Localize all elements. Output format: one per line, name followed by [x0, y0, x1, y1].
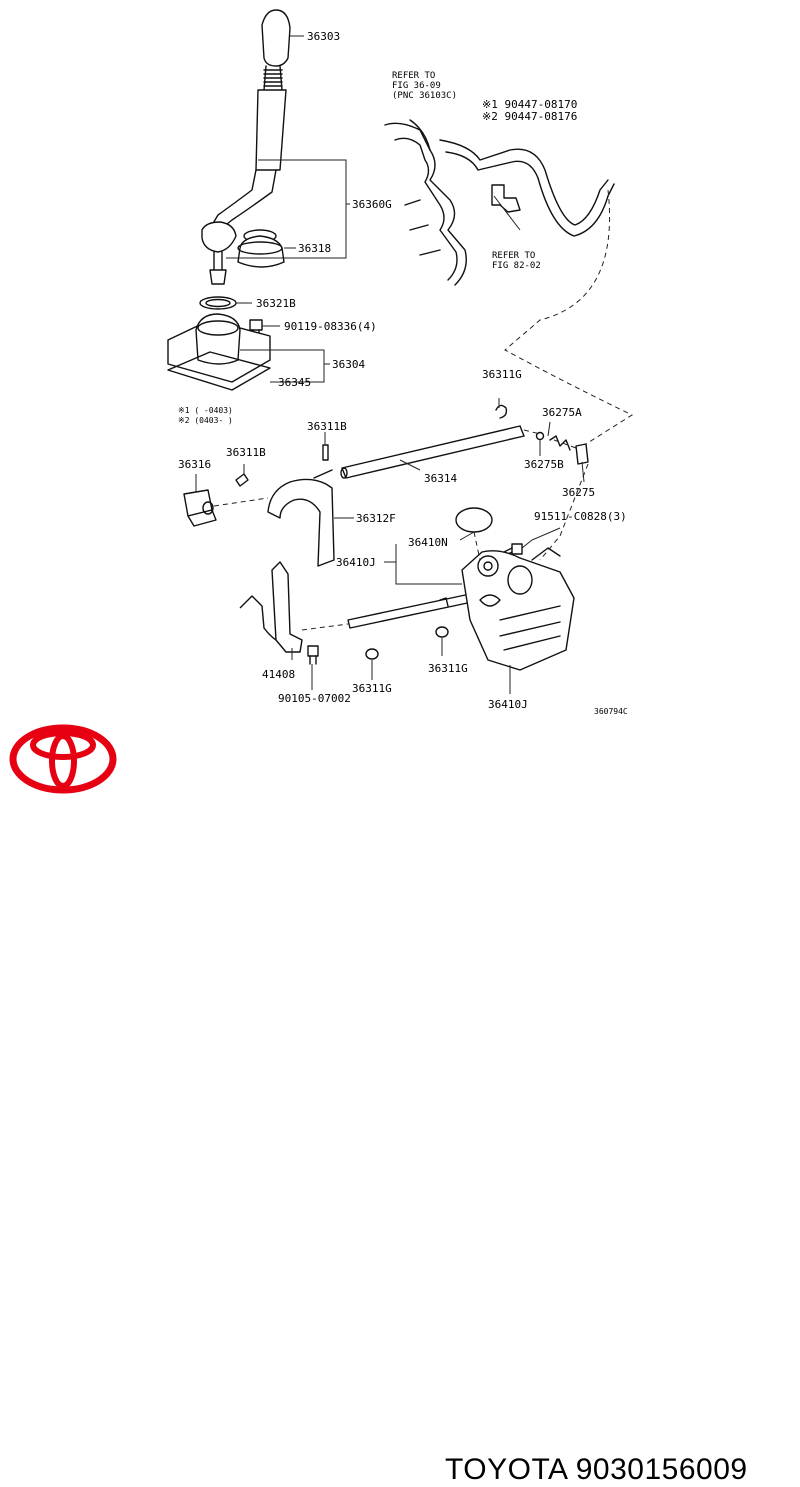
- label-36321B: 36321B: [256, 297, 296, 310]
- footnote-2: ※2 (0403- ): [178, 416, 233, 425]
- alternate-2: ※2 90447-08176: [482, 110, 577, 123]
- toyota-logo: [9, 724, 117, 794]
- label-36360G: 36360G: [352, 198, 392, 211]
- gasket: [167, 351, 271, 391]
- label-36345: 36345: [278, 376, 311, 389]
- label-90119: 90119-08336(4): [284, 320, 377, 333]
- label-36312F: 36312F: [356, 512, 396, 525]
- breather-hose: [439, 139, 615, 237]
- shift-knob: [261, 9, 291, 67]
- shift-boot: [237, 229, 285, 268]
- label-36311G-c: 36311G: [428, 662, 468, 675]
- pin-36311B-b: [235, 473, 249, 487]
- refer-b-line1: REFER TO: [492, 251, 535, 261]
- label-36275: 36275: [562, 486, 595, 499]
- label-36303: 36303: [307, 30, 340, 43]
- lever-housing: [167, 313, 271, 383]
- shift-fork-36312F: [267, 469, 335, 567]
- dashed-guides: [213, 189, 634, 631]
- clip-36311G-b: [365, 648, 379, 660]
- label-36318: 36318: [298, 242, 331, 255]
- brand-row: TOYOTA 9030156009: [0, 715, 800, 1486]
- transmission-case-ref: [384, 119, 467, 286]
- label-41408: 41408: [262, 668, 295, 681]
- brand-part-number: TOYOTA 9030156009: [445, 1453, 748, 1486]
- label-36304: 36304: [332, 358, 365, 371]
- label-36275A: 36275A: [542, 406, 582, 419]
- label-91511: 91511-C0828(3): [534, 510, 627, 523]
- shift-housing-assembly: [461, 547, 575, 671]
- refer-a-line2: FIG 36-09: [392, 81, 441, 91]
- label-36311B-b: 36311B: [226, 446, 266, 459]
- leader-lines: [195, 35, 585, 694]
- plug-36275: [575, 443, 589, 465]
- label-36410J-a: 36410J: [336, 556, 376, 569]
- o-ring: [455, 507, 493, 533]
- label-36275B: 36275B: [524, 458, 564, 471]
- figure-code: 360794C: [594, 707, 628, 716]
- shift-lever: [201, 65, 287, 285]
- alternate-1: ※1 90447-08170: [482, 98, 577, 111]
- label-36311B-a: 36311B: [307, 420, 347, 433]
- label-36410N: 36410N: [408, 536, 448, 549]
- callout-labels: 36303 36360G 36318 36321B 90119-08336(4)…: [178, 30, 628, 716]
- label-36311G-b: 36311G: [352, 682, 392, 695]
- shift-rod: [340, 425, 525, 479]
- label-36314: 36314: [424, 472, 457, 485]
- label-90105: 90105-07002: [278, 692, 351, 705]
- shift-block: [183, 489, 217, 527]
- clip-36311G-top: [495, 404, 508, 419]
- pin-36311B: [322, 444, 329, 461]
- refer-a-line1: REFER TO: [392, 71, 435, 81]
- refer-a-line3: (PNC 36103C): [392, 91, 457, 101]
- shift-fork-lower: [239, 561, 303, 653]
- detent-spring: [549, 435, 571, 451]
- clip-36311G-c: [435, 626, 449, 638]
- detent-ball: [535, 431, 545, 441]
- label-36316: 36316: [178, 458, 211, 471]
- label-36410J-b: 36410J: [488, 698, 528, 711]
- bolt-90105: [307, 645, 319, 665]
- lower-shift-shaft: [347, 593, 473, 629]
- parts-diagram: 36303 36360G 36318 36321B 90119-08336(4)…: [167, 9, 634, 716]
- refer-b-line2: FIG 82-02: [492, 261, 541, 271]
- bolt-91511: [503, 543, 523, 557]
- footnote-1: ※1 ( -0403): [178, 406, 233, 415]
- label-36311G-top: 36311G: [482, 368, 522, 381]
